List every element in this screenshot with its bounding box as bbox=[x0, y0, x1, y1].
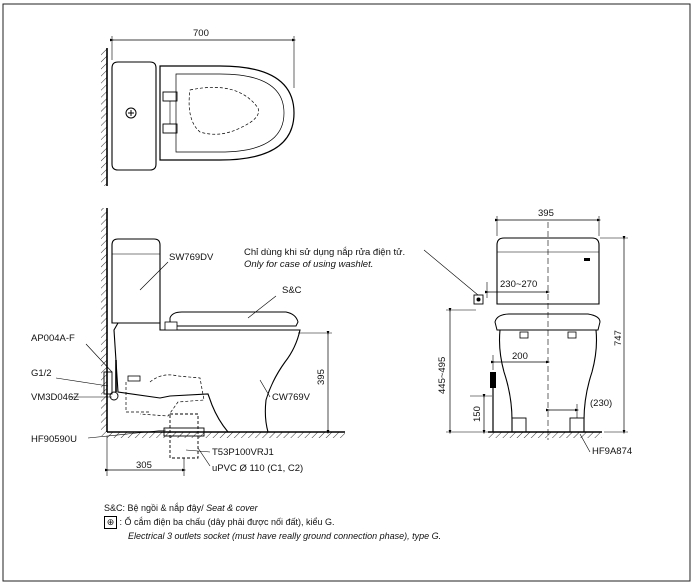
socket-legend-icon: ⊕ bbox=[104, 516, 117, 529]
seat-cover-label: S&C bbox=[282, 285, 302, 296]
dim-150-label: 150 bbox=[472, 406, 483, 422]
legend-sc-prefix: S&C: bbox=[104, 503, 126, 513]
dim-200-label: 200 bbox=[512, 351, 528, 362]
side-view bbox=[55, 208, 345, 476]
bowl-opening bbox=[188, 87, 259, 135]
hinge-left bbox=[162, 91, 178, 102]
fixing-right bbox=[569, 417, 585, 433]
angle-valve-label: VM3D046Z bbox=[31, 392, 80, 403]
dim-230-label: (230) bbox=[590, 398, 613, 409]
legend-seat-cover: S&C: Bệ ngồi & nắp đậy/ Seat & cover bbox=[104, 502, 258, 514]
wall-hatch-side bbox=[101, 208, 107, 436]
seat-outline bbox=[159, 65, 295, 161]
wall-hatch-top bbox=[101, 48, 107, 186]
legend-sc-vi: Bệ ngồi & nắp đậy/ bbox=[127, 503, 204, 513]
dim-445-495-label: 445~495 bbox=[437, 356, 448, 394]
hinge-right bbox=[162, 123, 178, 134]
legend-socket: ⊕ : Ổ cắm điện ba chấu (dây phải được nố… bbox=[104, 516, 335, 529]
notice-en: Only for case of using washlet. bbox=[244, 259, 374, 270]
legend-socket-en: Electrical 3 outlets socket (must have r… bbox=[128, 531, 442, 541]
thread-label: G1/2 bbox=[31, 368, 52, 379]
dim-700-label: 700 bbox=[193, 28, 209, 39]
tank-side bbox=[111, 238, 161, 324]
fixing-left bbox=[511, 417, 527, 433]
bowl-model-label: CW769V bbox=[272, 392, 311, 403]
lid-front bbox=[494, 313, 601, 331]
dim-230-270-label: 230~270 bbox=[500, 279, 538, 290]
fixing-kit-label: HF9A874 bbox=[592, 446, 633, 457]
tank-model-label: SW769DV bbox=[169, 252, 214, 263]
dim-305-label: 305 bbox=[136, 460, 152, 471]
trap-label: T53P100VRJ1 bbox=[212, 447, 274, 458]
tank-top bbox=[111, 61, 157, 171]
tank-front bbox=[496, 237, 600, 305]
flange-label: HF90590U bbox=[31, 434, 77, 445]
pipe-label: uPVC Ø 110 (C1, C2) bbox=[212, 463, 304, 474]
notice-vi: Chỉ dùng khi sử dụng nắp rửa điện tử. bbox=[244, 247, 406, 258]
legend-sc-en: Seat & cover bbox=[206, 503, 258, 513]
valve-label: AP004A-F bbox=[31, 333, 75, 344]
bowl-side bbox=[113, 322, 301, 433]
supply-valve-front bbox=[490, 372, 496, 388]
outer-border bbox=[2, 3, 691, 582]
top-view bbox=[101, 36, 297, 186]
legend-socket-vi: : Ổ cắm điện ba chấu (dây phải được nối … bbox=[119, 517, 335, 527]
seat-side bbox=[169, 311, 299, 327]
front-view bbox=[423, 216, 628, 453]
trapway bbox=[139, 374, 205, 417]
flush-button-icon bbox=[125, 107, 137, 119]
floor-hatch-side bbox=[107, 432, 345, 438]
dim-395-side-label: 395 bbox=[316, 369, 327, 385]
dim-747-label: 747 bbox=[613, 330, 624, 346]
dim-width-label: 395 bbox=[538, 208, 554, 219]
floor-hatch-front bbox=[488, 432, 602, 438]
